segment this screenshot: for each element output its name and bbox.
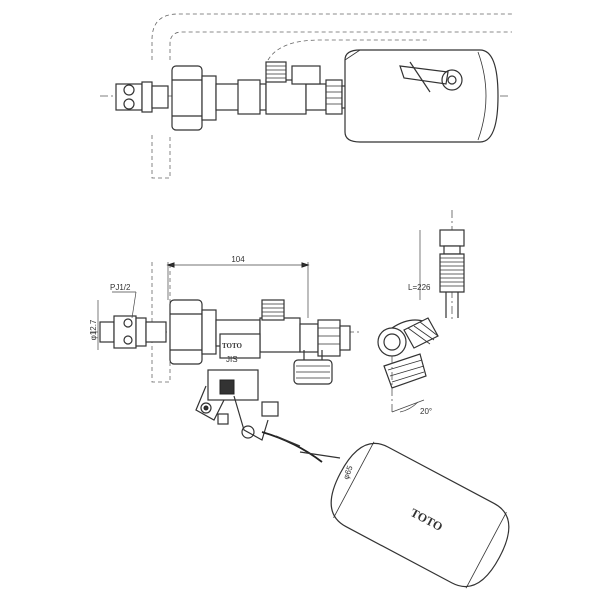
angle-label: 20° — [420, 407, 432, 416]
dimension-width-label: 104 — [231, 255, 245, 264]
arm-length-label: L=226 — [408, 283, 431, 292]
side-view: TOTO JIS TOTO 104 PJ1/2 — [89, 255, 510, 589]
body-brand-mark: TOTO — [222, 342, 243, 350]
diameter-label: φ12.7 — [89, 319, 98, 340]
angle-detail: 20° — [377, 317, 439, 416]
body-sub-mark: JIS — [226, 355, 238, 364]
pipe-thread-label: PJ1/2 — [110, 283, 131, 292]
arm-length-detail: L=226 — [408, 210, 465, 320]
top-view — [100, 13, 512, 179]
